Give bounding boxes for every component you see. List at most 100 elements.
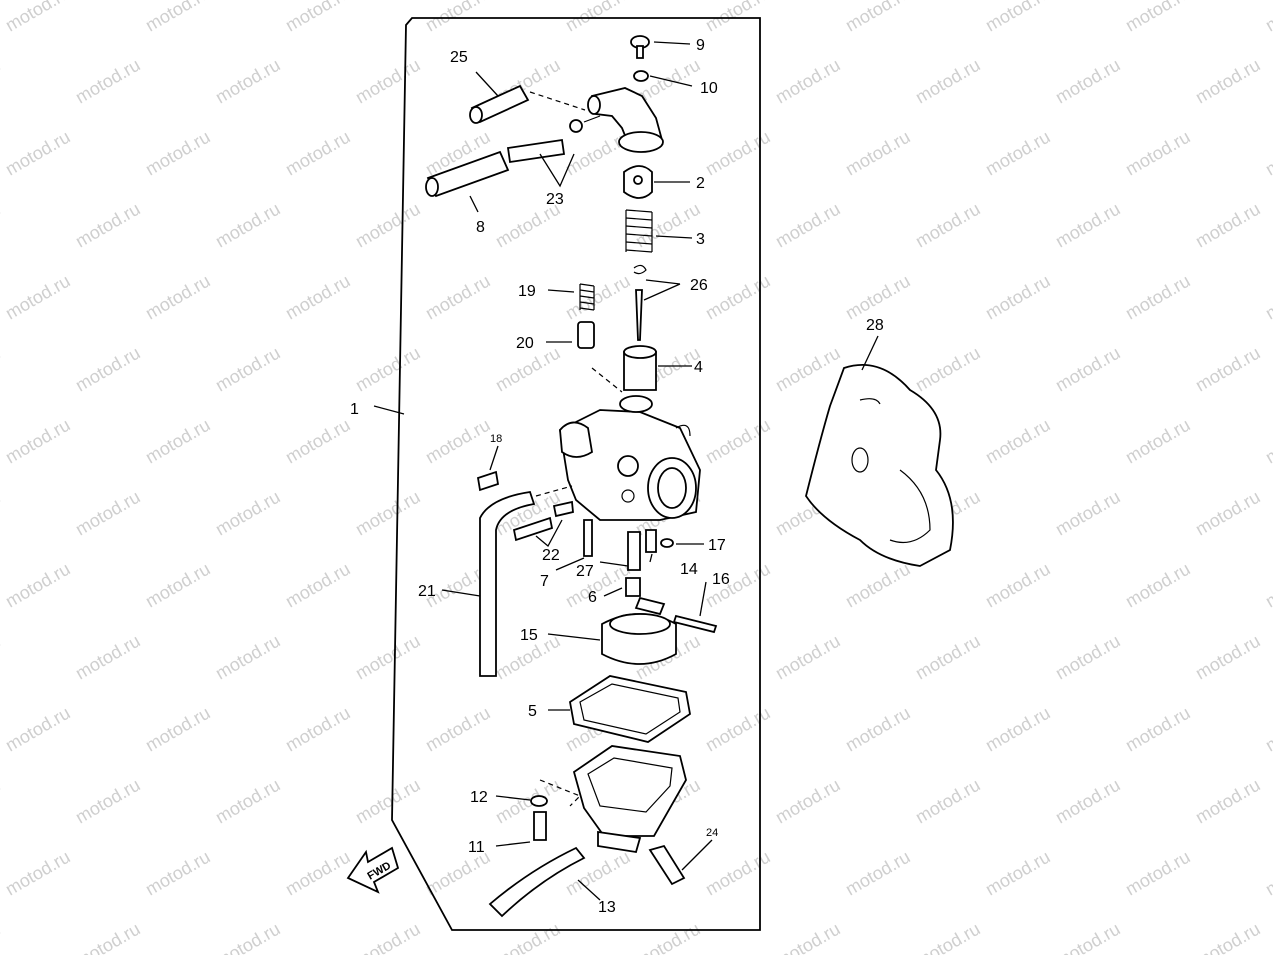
watermark-text: motod.ru bbox=[1192, 487, 1264, 540]
watermark-text: motod.ru bbox=[142, 703, 214, 756]
part-17-washer bbox=[660, 538, 674, 548]
elbow-pipe bbox=[569, 87, 664, 153]
watermark-text: motod.ru bbox=[982, 127, 1054, 180]
watermark-text: motod.ru bbox=[282, 0, 354, 35]
watermark-text: motod.ru bbox=[2, 0, 74, 35]
watermark-text: motod.ru bbox=[842, 271, 914, 324]
watermark-text: motod.ru bbox=[492, 775, 564, 828]
label-21: 21 bbox=[418, 583, 436, 600]
watermark-text: motod.ru bbox=[1262, 271, 1273, 324]
watermark-text: motod.ru bbox=[1052, 343, 1124, 396]
watermark-text: motod.ru bbox=[772, 199, 844, 252]
watermark-text: motod.ru bbox=[1052, 775, 1124, 828]
watermark-text: motod.ru bbox=[1192, 631, 1264, 684]
part-3-spring bbox=[625, 209, 653, 253]
label-19: 19 bbox=[518, 283, 536, 300]
part-28-cover bbox=[805, 364, 954, 567]
watermark-text: motod.ru bbox=[1122, 703, 1194, 756]
watermark-text: motod.ru bbox=[1122, 847, 1194, 900]
watermark-text: motod.ru bbox=[142, 559, 214, 612]
watermark-text: motod.ru bbox=[212, 775, 284, 828]
part-26-clip bbox=[633, 264, 647, 275]
watermark-text: motod.ru bbox=[1192, 775, 1264, 828]
watermark-text: motod.ru bbox=[912, 919, 984, 955]
part-26-needle bbox=[635, 289, 643, 341]
label-4: 4 bbox=[694, 359, 703, 376]
watermark-text: motod.ru bbox=[1192, 343, 1264, 396]
label-10: 10 bbox=[700, 80, 718, 97]
label-2: 2 bbox=[696, 175, 705, 192]
watermark-text: motod.ru bbox=[772, 343, 844, 396]
watermark-text: motod.ru bbox=[212, 631, 284, 684]
watermark-text: motod.ru bbox=[1122, 559, 1194, 612]
label-11: 11 bbox=[468, 839, 485, 856]
part-12-washer bbox=[530, 795, 548, 807]
label-6: 6 bbox=[588, 589, 597, 606]
float-bowl bbox=[572, 745, 687, 854]
label-17: 17 bbox=[708, 537, 726, 554]
watermark-text: motod.ru bbox=[282, 703, 354, 756]
watermark-text: motod.ru bbox=[282, 847, 354, 900]
watermark-text: motod.ru bbox=[72, 199, 144, 252]
part-21-hose bbox=[479, 490, 536, 677]
watermark-text: motod.ru bbox=[2, 703, 74, 756]
watermark-text: motod.ru bbox=[422, 415, 494, 468]
watermark-text: motod.ru bbox=[702, 415, 774, 468]
watermark-text: motod.ru bbox=[1262, 559, 1273, 612]
watermark-text: motod.ru bbox=[0, 343, 4, 396]
watermark-text: motod.ru bbox=[772, 631, 844, 684]
part-19-spring bbox=[579, 283, 595, 311]
watermark-text: motod.ru bbox=[212, 343, 284, 396]
dashed-guide-20 bbox=[591, 367, 623, 393]
watermark-text: motod.ru bbox=[352, 919, 424, 955]
carburetor-body bbox=[559, 395, 701, 521]
label-13: 13 bbox=[598, 899, 616, 916]
watermark-text: motod.ru bbox=[0, 919, 4, 955]
part-2-plate bbox=[623, 165, 653, 199]
label-3: 3 bbox=[696, 231, 705, 248]
part-18-screw bbox=[476, 470, 500, 492]
watermark-text: motod.ru bbox=[0, 631, 4, 684]
label-16: 16 bbox=[712, 571, 730, 588]
watermark-text: motod.ru bbox=[982, 271, 1054, 324]
part-13-drain-hose bbox=[488, 846, 586, 918]
watermark-text: motod.ru bbox=[1122, 127, 1194, 180]
watermark-text: motod.ru bbox=[912, 775, 984, 828]
watermark-text: motod.ru bbox=[492, 919, 564, 955]
watermark-text: motod.ru bbox=[352, 55, 424, 108]
watermark-text: motod.ru bbox=[422, 703, 494, 756]
label-9: 9 bbox=[696, 37, 705, 54]
watermark-text: motod.ru bbox=[282, 271, 354, 324]
watermark-text: motod.ru bbox=[142, 847, 214, 900]
label-27: 27 bbox=[576, 563, 594, 580]
watermark-text: motod.ru bbox=[282, 415, 354, 468]
watermark-text: motod.ru bbox=[1262, 0, 1273, 35]
watermark-text: motod.ru bbox=[842, 0, 914, 35]
callout-labels: 1 2 3 4 5 6 7 8 9 10 11 12 13 14 15 16 1… bbox=[350, 37, 884, 916]
watermark-text: motod.ru bbox=[0, 199, 4, 252]
watermark-text: motod.ru bbox=[1052, 919, 1124, 955]
watermark-text: motod.ru bbox=[1192, 55, 1264, 108]
watermark-text: motod.ru bbox=[352, 775, 424, 828]
watermark-text: motod.ru bbox=[1122, 271, 1194, 324]
watermark-text: motod.ru bbox=[0, 775, 4, 828]
label-26: 26 bbox=[690, 277, 708, 294]
part-27-needle-jet bbox=[627, 531, 641, 571]
watermark-text: motod.ru bbox=[772, 55, 844, 108]
watermark-text: motod.ru bbox=[1052, 55, 1124, 108]
watermark-text: motod.ru bbox=[1052, 487, 1124, 540]
watermark-text: motod.ru bbox=[142, 0, 214, 35]
watermark-text: motod.ru bbox=[842, 703, 914, 756]
part-4-throttle-valve bbox=[623, 345, 657, 391]
fwd-arrow-icon: FWD bbox=[346, 846, 400, 894]
label-7: 7 bbox=[540, 573, 549, 590]
part-9-screw bbox=[630, 35, 650, 59]
watermark-text: motod.ru bbox=[212, 199, 284, 252]
watermark-text: motod.ru bbox=[2, 127, 74, 180]
watermark-text: motod.ru bbox=[352, 631, 424, 684]
label-14: 14 bbox=[680, 561, 698, 578]
part-14-jet bbox=[645, 529, 657, 553]
watermark-text: motod.ru bbox=[2, 271, 74, 324]
watermark-text: motod.ru bbox=[212, 919, 284, 955]
